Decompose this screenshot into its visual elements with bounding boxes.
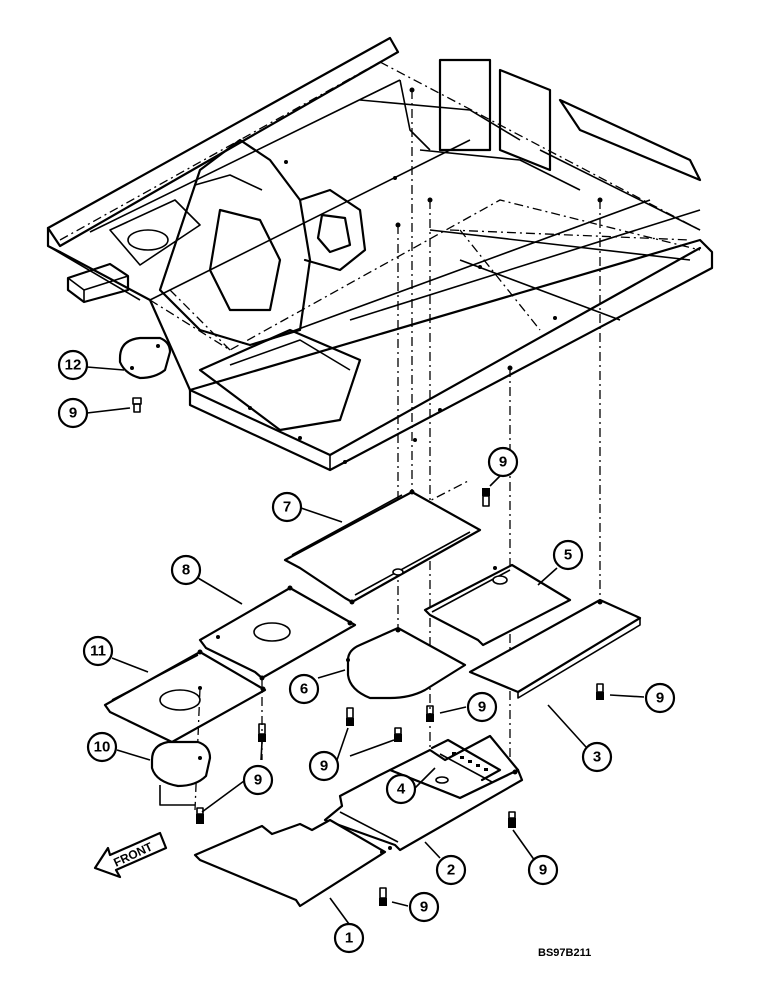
svg-text:6: 6 — [300, 681, 308, 698]
svg-text:4: 4 — [397, 781, 406, 798]
svg-text:9: 9 — [69, 405, 77, 422]
callout-9: 9 — [242, 764, 274, 796]
callout-7: 7 — [271, 491, 303, 523]
bolt-icon — [482, 488, 490, 507]
bolt-icon — [346, 707, 354, 726]
svg-text:12: 12 — [65, 357, 82, 374]
callout-5: 5 — [552, 539, 584, 571]
svg-text:10: 10 — [94, 739, 111, 756]
callout-9: 9 — [408, 891, 440, 923]
svg-text:9: 9 — [420, 899, 428, 916]
svg-text:8: 8 — [182, 562, 190, 579]
plate-7 — [283, 489, 482, 605]
callout-1: 1 — [333, 922, 365, 954]
plate-2 — [323, 768, 524, 852]
svg-text:3: 3 — [593, 749, 601, 766]
svg-text:9: 9 — [254, 772, 262, 789]
drawing-code: BS97B211 — [538, 947, 591, 959]
callout-9: 9 — [466, 691, 498, 723]
leader-lines — [86, 366, 645, 925]
svg-text:9: 9 — [499, 454, 507, 471]
svg-text:2: 2 — [447, 862, 455, 879]
svg-text:11: 11 — [90, 643, 106, 660]
callout-9: 9 — [644, 682, 676, 714]
callout-11: 11 — [82, 635, 114, 667]
plate-5 — [423, 563, 572, 647]
upper-frame — [46, 36, 714, 472]
bolt-icon — [508, 811, 516, 828]
plate-6 — [346, 626, 467, 700]
cover-10 — [150, 740, 212, 806]
plate-11 — [103, 649, 267, 811]
cover-12 — [118, 336, 172, 380]
plate-3 — [468, 598, 642, 699]
callout-12: 12 — [57, 349, 89, 381]
bolt-icon — [196, 807, 204, 824]
bolt-icon — [596, 683, 604, 700]
svg-text:9: 9 — [320, 758, 328, 775]
bolt-icon — [132, 397, 142, 413]
callout-4: 4 — [385, 773, 417, 805]
callout-10: 10 — [86, 731, 118, 763]
callout-9: 9 — [487, 446, 519, 478]
svg-text:9: 9 — [539, 862, 547, 879]
callout-9: 9 — [308, 750, 340, 782]
callout-9: 9 — [527, 854, 559, 886]
svg-text:7: 7 — [283, 499, 291, 516]
svg-text:9: 9 — [478, 699, 486, 716]
callout-6: 6 — [288, 673, 320, 705]
bolts — [132, 397, 604, 906]
bolt-icon — [426, 705, 434, 722]
bolt-icon — [258, 723, 266, 742]
svg-text:9: 9 — [656, 690, 664, 707]
bolt-icon — [379, 887, 387, 906]
callouts: 12 9 9 7 8 5 11 6 9 9 10 3 9 4 9 2 9 9 1 — [57, 349, 676, 954]
callout-3: 3 — [581, 741, 613, 773]
callout-8: 8 — [170, 554, 202, 586]
callout-9: 9 — [57, 397, 89, 429]
plate-1 — [193, 818, 387, 908]
svg-text:5: 5 — [564, 547, 572, 564]
front-arrow-icon: FRONT — [93, 831, 168, 879]
callout-2: 2 — [435, 854, 467, 886]
svg-text:1: 1 — [345, 930, 353, 947]
bolt-icon — [394, 727, 402, 742]
